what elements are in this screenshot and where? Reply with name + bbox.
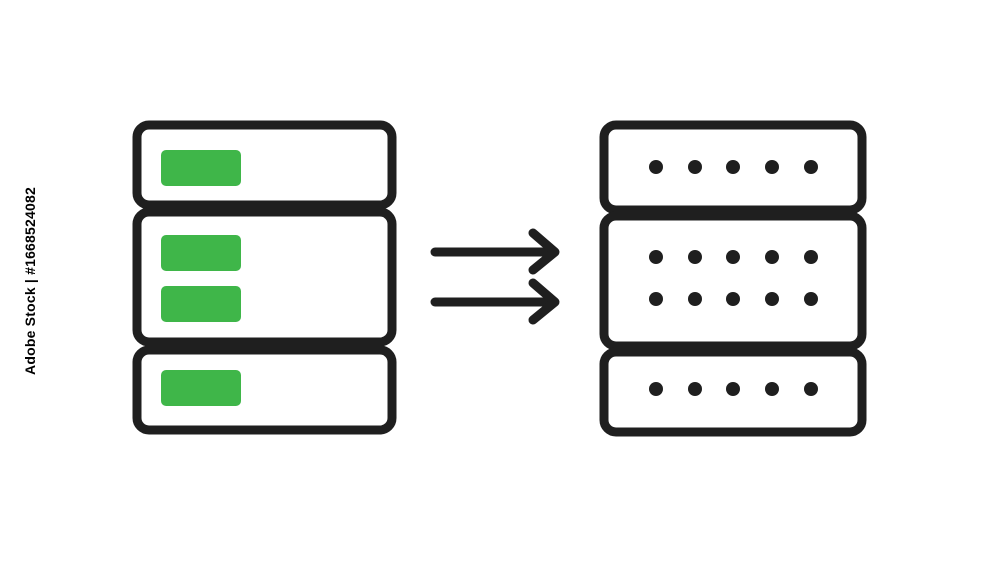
indicator-dot bbox=[649, 382, 663, 396]
indicator-dot bbox=[765, 250, 779, 264]
indicator-dots bbox=[649, 160, 818, 396]
arrow-right-icon bbox=[430, 278, 560, 325]
indicator-dot bbox=[688, 250, 702, 264]
stock-credit-text: Adobe Stock | #1668524082 bbox=[22, 187, 38, 375]
left-server-icon bbox=[132, 120, 397, 435]
indicator-dot bbox=[688, 160, 702, 174]
indicator-dot bbox=[765, 160, 779, 174]
indicator-dot bbox=[688, 382, 702, 396]
right-server-icon bbox=[599, 120, 867, 437]
green-drive-slot bbox=[161, 150, 241, 186]
green-drive-slot bbox=[161, 235, 241, 271]
green-drive-slot bbox=[161, 370, 241, 406]
left-server-unit-2 bbox=[132, 207, 397, 347]
indicator-dot bbox=[649, 250, 663, 264]
indicator-dot bbox=[726, 292, 740, 306]
indicator-dot bbox=[726, 382, 740, 396]
transfer-arrows bbox=[430, 228, 560, 325]
indicator-dot bbox=[649, 292, 663, 306]
indicator-dot bbox=[765, 292, 779, 306]
indicator-dot bbox=[804, 382, 818, 396]
arrow-right-icon bbox=[430, 228, 560, 275]
indicator-dot bbox=[726, 160, 740, 174]
indicator-dot bbox=[804, 160, 818, 174]
indicator-dot bbox=[649, 160, 663, 174]
indicator-dot bbox=[804, 292, 818, 306]
indicator-dot bbox=[765, 382, 779, 396]
right-server-unit-2 bbox=[599, 211, 867, 351]
indicator-dot bbox=[804, 250, 818, 264]
green-drive-slot bbox=[161, 286, 241, 322]
indicator-dot bbox=[688, 292, 702, 306]
indicator-dot bbox=[726, 250, 740, 264]
